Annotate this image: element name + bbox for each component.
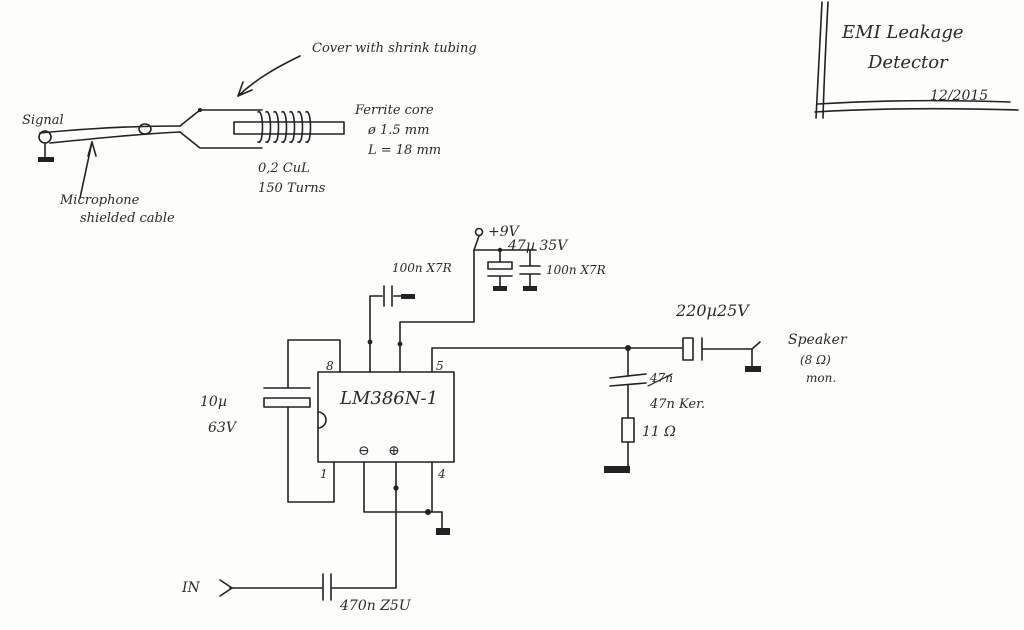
wire-pin3: [331, 461, 397, 589]
pin7-cap-label: 100n X7R: [392, 261, 452, 275]
title-line-2: Detector: [867, 52, 949, 73]
zobel-old-label: 47n: [649, 371, 673, 385]
pin6-node: [397, 341, 403, 347]
pin3-node: [393, 485, 399, 491]
title-date: 12/2015: [930, 88, 988, 104]
cable-label-2: shielded cable: [80, 211, 175, 226]
cable-top: [39, 125, 181, 134]
pin-minus-label: ⊖: [358, 443, 370, 459]
pin-4-label: 4: [437, 467, 446, 481]
wire-pin2: [363, 461, 429, 513]
cable-sleeve: [138, 123, 152, 135]
title-block: EMI Leakage Detector 12/2015: [814, 1, 1019, 119]
zobel-ground: [604, 466, 630, 473]
wire-pin1: [287, 406, 335, 503]
wire-pin8: [287, 339, 341, 389]
input-arrow: [219, 579, 233, 597]
pin7-bypass: 100n X7R: [367, 261, 452, 373]
elcap-plate-top: [487, 261, 513, 270]
core-label-2: ø 1.5 mm: [367, 123, 429, 138]
input-label: IN: [181, 580, 201, 596]
lead-junction: [198, 108, 202, 112]
lm386-body: [317, 371, 455, 463]
out-cap-plate-1: [682, 337, 694, 361]
speaker-label-2: (8 Ω): [800, 353, 831, 367]
supply-decoupling-cap: [519, 249, 541, 287]
core-label-3: L = 18 mm: [367, 143, 441, 158]
zobel-res-label: 11 Ω: [642, 424, 676, 440]
ic-block: LM386N-1 8 5 1 4 ⊖ ⊕: [317, 359, 455, 481]
input-cap-label: 470n Z5U: [339, 598, 412, 614]
output-network: 220µ25V Speaker (8 Ω) mon. 47n 47n Ker. …: [431, 301, 848, 473]
elcap-ground: [493, 286, 507, 291]
out-cap-label: 220µ25V: [675, 301, 750, 320]
title-frame-line: [815, 1, 823, 119]
wire-label-2: 150 Turns: [258, 181, 326, 196]
coil-lead-bottom: [179, 131, 263, 149]
cover-arrow: [237, 55, 301, 97]
cover-note: Cover with shrink tubing: [312, 41, 477, 56]
ferrite-core: [233, 121, 345, 135]
pin7-ground: [401, 294, 415, 299]
elcap-plate-bottom: [487, 275, 513, 287]
supply-label: +9V: [488, 224, 521, 240]
wire-speaker: [701, 341, 761, 350]
pin-1-label: 1: [320, 467, 328, 481]
speaker-ground: [745, 366, 761, 372]
ground-symbol: [38, 157, 54, 162]
gain-cap-label-2: 63V: [208, 420, 238, 436]
gain-network: 10µ 63V: [200, 339, 341, 503]
gain-cap-plate-bottom: [263, 397, 311, 408]
title-frame-line: [822, 1, 829, 119]
input-cap: [322, 573, 332, 601]
ic-notch: [317, 411, 327, 429]
zobel-resistor: [621, 417, 635, 443]
signal-label: Signal: [22, 113, 64, 128]
supply-network: +9V 47µ 35V 100n X7R: [397, 224, 606, 373]
input-network: IN 470n Z5U: [181, 461, 450, 614]
zobel-cap-label: 47n Ker.: [649, 397, 705, 412]
wire-supply: [399, 249, 537, 373]
cover-arrow-head: [237, 81, 253, 97]
pin7-node: [367, 339, 373, 345]
pin-8-label: 8: [326, 359, 334, 373]
core-label-1: Ferrite core: [354, 103, 434, 118]
cap-ground: [523, 286, 537, 291]
probe-drawing: Cover with shrink tubing Signal Micropho…: [22, 41, 477, 226]
elcap-label: 47µ 35V: [507, 238, 569, 254]
cable-pointer-head: [87, 141, 97, 157]
wire-pin7: [369, 295, 383, 373]
pin-5-label: 5: [436, 359, 444, 373]
ic-ground: [436, 528, 450, 535]
ic-label: LM386N-1: [339, 388, 438, 409]
wire-label-1: 0,2 CuL: [258, 161, 310, 176]
supply-terminal: [474, 227, 484, 237]
speaker-label-1: Speaker: [788, 332, 848, 348]
coil-windings: [257, 111, 312, 143]
title-frame-line: [814, 107, 1019, 113]
cable-label-1: Microphone: [59, 193, 140, 208]
supply-lead: [473, 235, 480, 251]
gain-cap-label-1: 10µ: [200, 394, 227, 410]
zobel-old-strike: [647, 373, 673, 387]
speaker-label-3: mon.: [806, 371, 836, 385]
wire-out: [431, 347, 683, 373]
coil-lead-top: [179, 109, 263, 127]
pin-plus-label: ⊕: [388, 443, 400, 459]
title-line-1: EMI Leakage: [841, 22, 964, 43]
title-frame-line: [817, 99, 1011, 105]
cable-bottom: [49, 131, 181, 144]
cap-supply-label: 100n X7R: [546, 263, 606, 277]
